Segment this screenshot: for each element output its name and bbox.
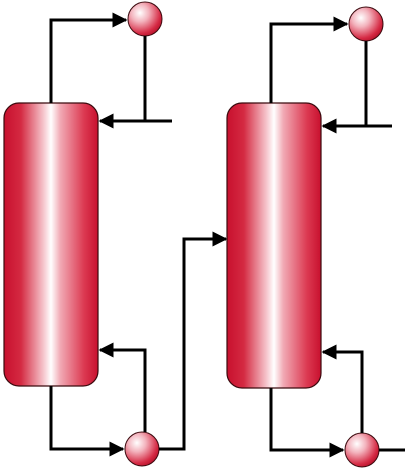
column-2-reflux-drum	[348, 6, 384, 42]
column-1-overhead-line	[49, 12, 128, 103]
column-1	[3, 102, 99, 387]
column-1-body	[3, 102, 99, 387]
column-1-reboiler-drum	[124, 431, 160, 467]
column-2-body	[226, 102, 322, 389]
column-2-overhead-line	[269, 16, 349, 103]
column-1-reflux-drum	[127, 1, 163, 37]
column-2-bottoms-line	[269, 388, 345, 458]
column-1-reflux-line	[143, 36, 172, 123]
column-2-reboiler-drum	[344, 432, 380, 468]
column-2-reflux-line	[364, 41, 392, 128]
column-1-bottoms-line	[49, 386, 125, 457]
column-2-boilup-line	[321, 344, 364, 433]
interstage-feed-line	[159, 231, 228, 451]
column-1-boilup-line	[98, 342, 147, 432]
column-2	[226, 102, 322, 389]
